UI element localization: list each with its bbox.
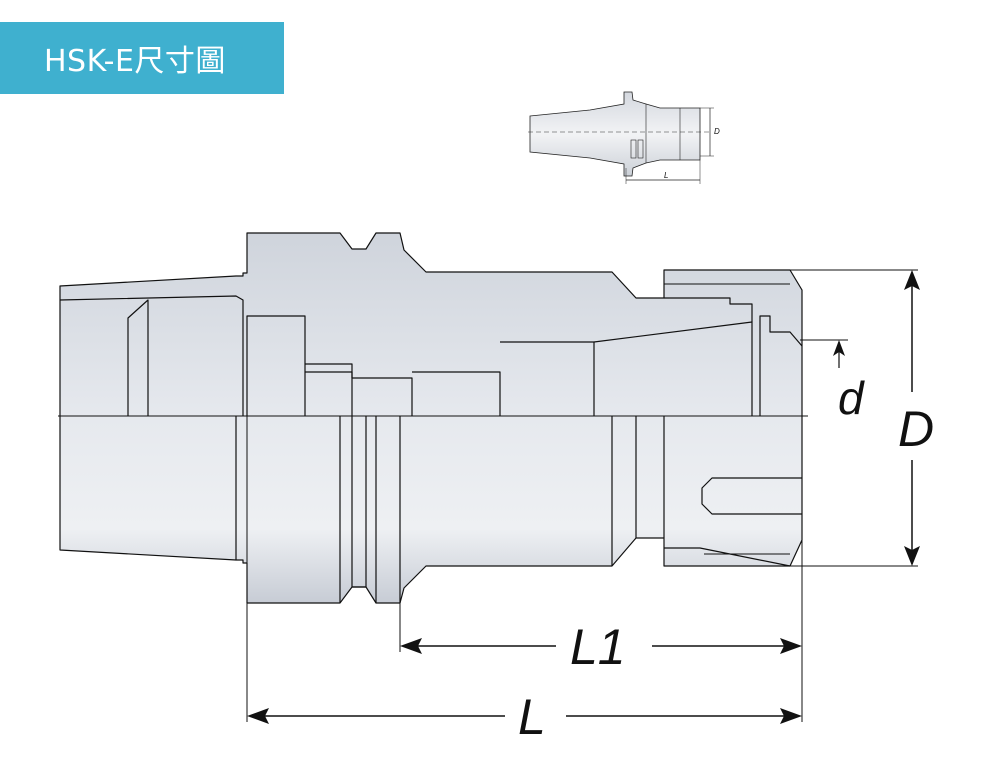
page-title: HSK-E尺寸圖 (44, 44, 226, 79)
thumbnail-drawing: D L (528, 91, 720, 184)
length-label: L (518, 689, 546, 745)
bore-step-1 (246, 315, 306, 416)
arrow-right-icon (780, 638, 802, 654)
thumbnail-clamp-slot (637, 139, 644, 159)
title-banner: HSK-E尺寸圖 (0, 22, 284, 94)
bore-step-2 (305, 363, 353, 416)
outer-diameter-label: D (898, 401, 934, 457)
thumbnail-diameter-label: D (714, 127, 720, 136)
nut-chamfer-lower (664, 547, 791, 567)
arrow-up-icon (833, 340, 845, 356)
arrow-left-icon (400, 638, 422, 654)
arrow-left-icon (247, 708, 269, 724)
bore-step-4 (412, 371, 501, 416)
taper-inner-step (127, 299, 149, 416)
groove-key-lower (351, 416, 367, 588)
thumbnail-clamp-slot (630, 139, 637, 159)
dimension-annotations (246, 269, 920, 724)
collet-nose (759, 315, 803, 416)
thumbnail-body-outline (529, 91, 701, 177)
nut-inner-top (664, 297, 753, 322)
nut-slot-lower (701, 477, 802, 515)
length-l1-label: L1 (570, 619, 626, 675)
arrow-down-icon (904, 546, 920, 566)
bore-diameter-label: d (838, 372, 865, 424)
bore-step-3 (305, 371, 413, 416)
arrow-right-icon (780, 708, 802, 724)
main-drawing (58, 232, 808, 604)
thumbnail-length-label: L (664, 171, 668, 180)
arrow-up-icon (904, 270, 920, 290)
taper-bore-line (59, 295, 244, 416)
